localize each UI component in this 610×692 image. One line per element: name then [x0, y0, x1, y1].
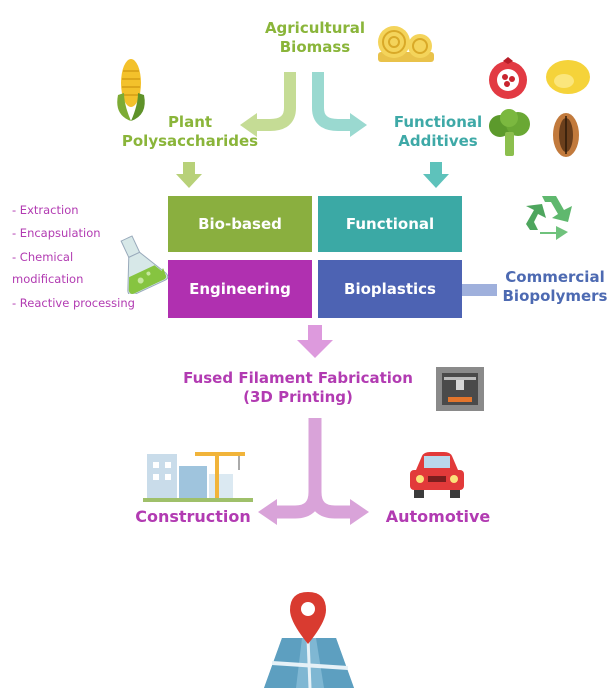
- plant-polysaccharides-line1: Plant: [167, 113, 213, 131]
- functional-label: Functional: [345, 215, 435, 233]
- seed-icon: [553, 113, 579, 157]
- corn-icon: [117, 59, 145, 121]
- hay-bale-icon: [378, 26, 434, 62]
- functional-box: Functional: [318, 196, 462, 252]
- plant-polysaccharides-label: Plant Polysaccharides: [120, 113, 260, 151]
- commercial-biopolymers-line1: Commercial: [505, 268, 605, 286]
- recycle-icon: [526, 196, 572, 240]
- biobased-box: Bio-based: [168, 196, 312, 252]
- engineering-label: Engineering: [189, 280, 291, 298]
- fff-line2: (3D Printing): [243, 388, 353, 406]
- broccoli-icon: [489, 109, 530, 156]
- functional-additives-label: Functional Additives: [378, 113, 498, 151]
- biobased-label: Bio-based: [198, 215, 282, 233]
- flask-icon: [120, 235, 169, 294]
- plant-polysaccharides-line2: Polysaccharides: [121, 132, 259, 150]
- method-extraction: - Extraction: [12, 203, 79, 217]
- commercial-biopolymers-line2: Biopolymers: [502, 287, 608, 305]
- method-chemical: - Chemical: [12, 250, 74, 264]
- agricultural-biomass-line1: Agricultural: [264, 19, 366, 37]
- functional-additives-line1: Functional: [393, 113, 483, 131]
- method-reactive-processing: - Reactive processing: [12, 296, 135, 310]
- construction-label: Construction: [135, 507, 251, 526]
- lemon-icon: [546, 60, 590, 94]
- method-encapsulation: - Encapsulation: [12, 226, 101, 240]
- buildings-crane-icon: [143, 452, 253, 502]
- fff-line1: Fused Filament Fabrication: [183, 369, 413, 387]
- car-icon: [410, 452, 464, 498]
- agricultural-biomass-label: Agricultural Biomass: [250, 19, 380, 57]
- agricultural-biomass-line2: Biomass: [279, 38, 351, 56]
- map-pin-icon: [264, 592, 354, 689]
- fff-label: Fused Filament Fabrication (3D Printing): [168, 369, 428, 407]
- bioplastics-box: Bioplastics: [318, 260, 462, 318]
- automotive-label: Automotive: [385, 507, 491, 526]
- commercial-biopolymers-label: Commercial Biopolymers: [500, 268, 610, 306]
- engineering-box: Engineering: [168, 260, 312, 318]
- method-modification: modification: [12, 272, 84, 286]
- pomegranate-icon: [489, 57, 527, 99]
- functional-additives-line2: Additives: [398, 132, 478, 150]
- 3d-printer-icon: [436, 367, 484, 411]
- bioplastics-label: Bioplastics: [344, 280, 436, 298]
